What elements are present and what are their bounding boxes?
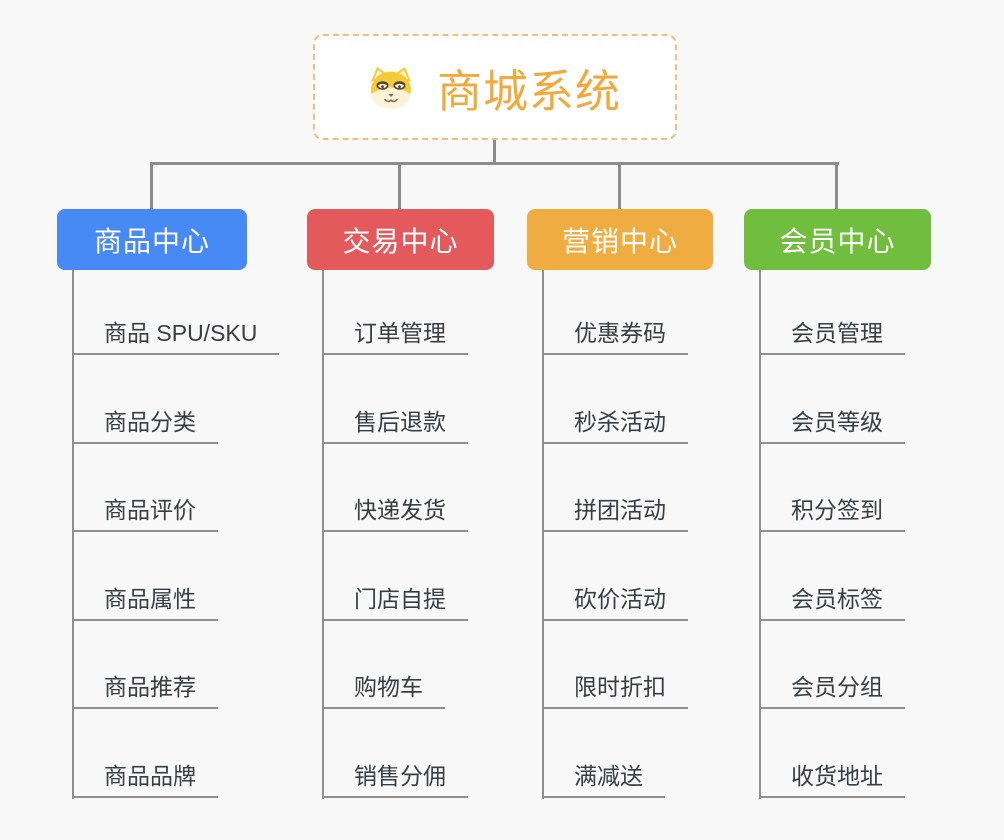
- subtopic-member-management[interactable]: 会员管理: [759, 317, 905, 355]
- branch-product-center[interactable]: 商品中心: [57, 209, 247, 270]
- subtopic-points-checkin[interactable]: 积分签到: [759, 494, 905, 532]
- branch-marketing-center[interactable]: 营销中心: [527, 209, 713, 270]
- subtopic-bargain-activity[interactable]: 砍价活动: [542, 583, 688, 621]
- connector-drop-member: [835, 164, 838, 209]
- subtopic-member-level[interactable]: 会员等级: [759, 406, 905, 444]
- subtopic-member-group[interactable]: 会员分组: [759, 671, 905, 709]
- subtopic-coupon-code[interactable]: 优惠券码: [542, 317, 688, 355]
- connector-horizontal: [150, 162, 839, 165]
- trunk-marketing-center: [542, 270, 544, 799]
- trunk-trade-center: [322, 270, 324, 799]
- subtopic-flash-sale[interactable]: 秒杀活动: [542, 406, 688, 444]
- subtopic-product-brand[interactable]: 商品品牌: [72, 760, 218, 798]
- subtopic-product-recommend[interactable]: 商品推荐: [72, 671, 218, 709]
- subtopic-express-delivery[interactable]: 快递发货: [322, 494, 468, 532]
- subtopic-group-buying[interactable]: 拼团活动: [542, 494, 688, 532]
- subtopic-member-tag[interactable]: 会员标签: [759, 583, 905, 621]
- branch-member-center[interactable]: 会员中心: [744, 209, 931, 270]
- branch-trade-center[interactable]: 交易中心: [307, 209, 494, 270]
- subtopic-order-management[interactable]: 订单管理: [322, 317, 468, 355]
- connector-root-vertical: [493, 140, 496, 164]
- subtopic-store-pickup[interactable]: 门店自提: [322, 583, 468, 621]
- connector-drop-marketing: [618, 164, 621, 209]
- subtopic-sales-commission[interactable]: 销售分佣: [322, 760, 468, 798]
- connector-drop-trade: [398, 164, 401, 209]
- connector-drop-product: [150, 164, 153, 209]
- dog-face-icon: [369, 65, 413, 109]
- subtopic-after-sales-refund[interactable]: 售后退款: [322, 406, 468, 444]
- subtopic-product-attribute[interactable]: 商品属性: [72, 583, 218, 621]
- trunk-product-center: [72, 270, 74, 799]
- subtopic-product-category[interactable]: 商品分类: [72, 406, 218, 444]
- subtopic-product-spu-sku[interactable]: 商品 SPU/SKU: [72, 317, 280, 355]
- root-topic[interactable]: 商城系统: [313, 34, 677, 140]
- trunk-member-center: [759, 270, 761, 799]
- subtopic-full-reduction[interactable]: 满减送: [542, 760, 665, 798]
- subtopic-limited-time-discount[interactable]: 限时折扣: [542, 671, 688, 709]
- subtopic-shopping-cart[interactable]: 购物车: [322, 671, 445, 709]
- subtopic-product-review[interactable]: 商品评价: [72, 494, 218, 532]
- subtopic-shipping-address[interactable]: 收货地址: [759, 760, 905, 798]
- root-topic-label: 商城系统: [436, 65, 621, 117]
